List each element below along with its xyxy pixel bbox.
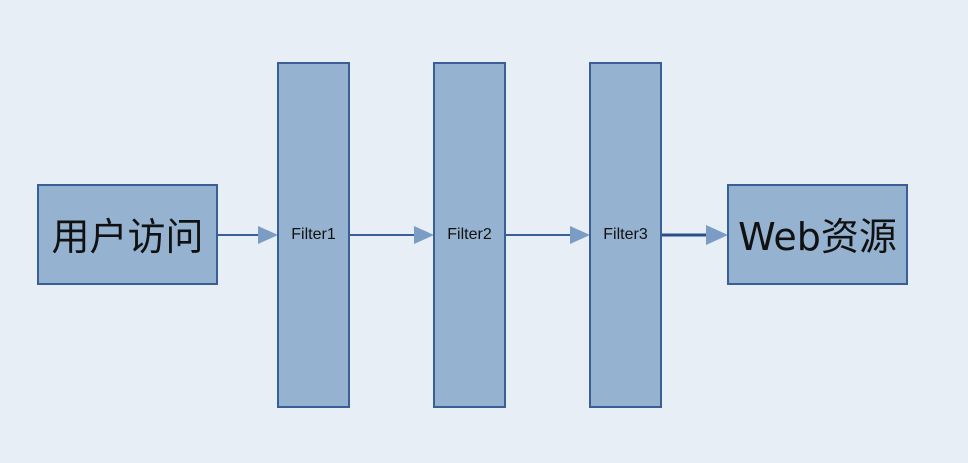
node-filter3-label: Filter3 (603, 226, 648, 243)
node-filter2-label: Filter2 (447, 226, 492, 243)
arrowhead-filter3 (570, 226, 590, 244)
node-filter1-label: Filter1 (291, 226, 336, 243)
node-web-resource-label: Web资源 (738, 215, 897, 259)
node-user-access: 用户访问 (37, 184, 218, 285)
node-web-resource: Web资源 (727, 184, 908, 285)
node-filter3: Filter3 (589, 62, 662, 408)
arrowhead-filter1 (258, 226, 278, 244)
node-user-access-label: 用户访问 (51, 215, 204, 259)
arrowhead-web (706, 225, 728, 245)
arrowhead-filter2 (414, 226, 434, 244)
node-filter2: Filter2 (433, 62, 506, 408)
node-filter1: Filter1 (277, 62, 350, 408)
